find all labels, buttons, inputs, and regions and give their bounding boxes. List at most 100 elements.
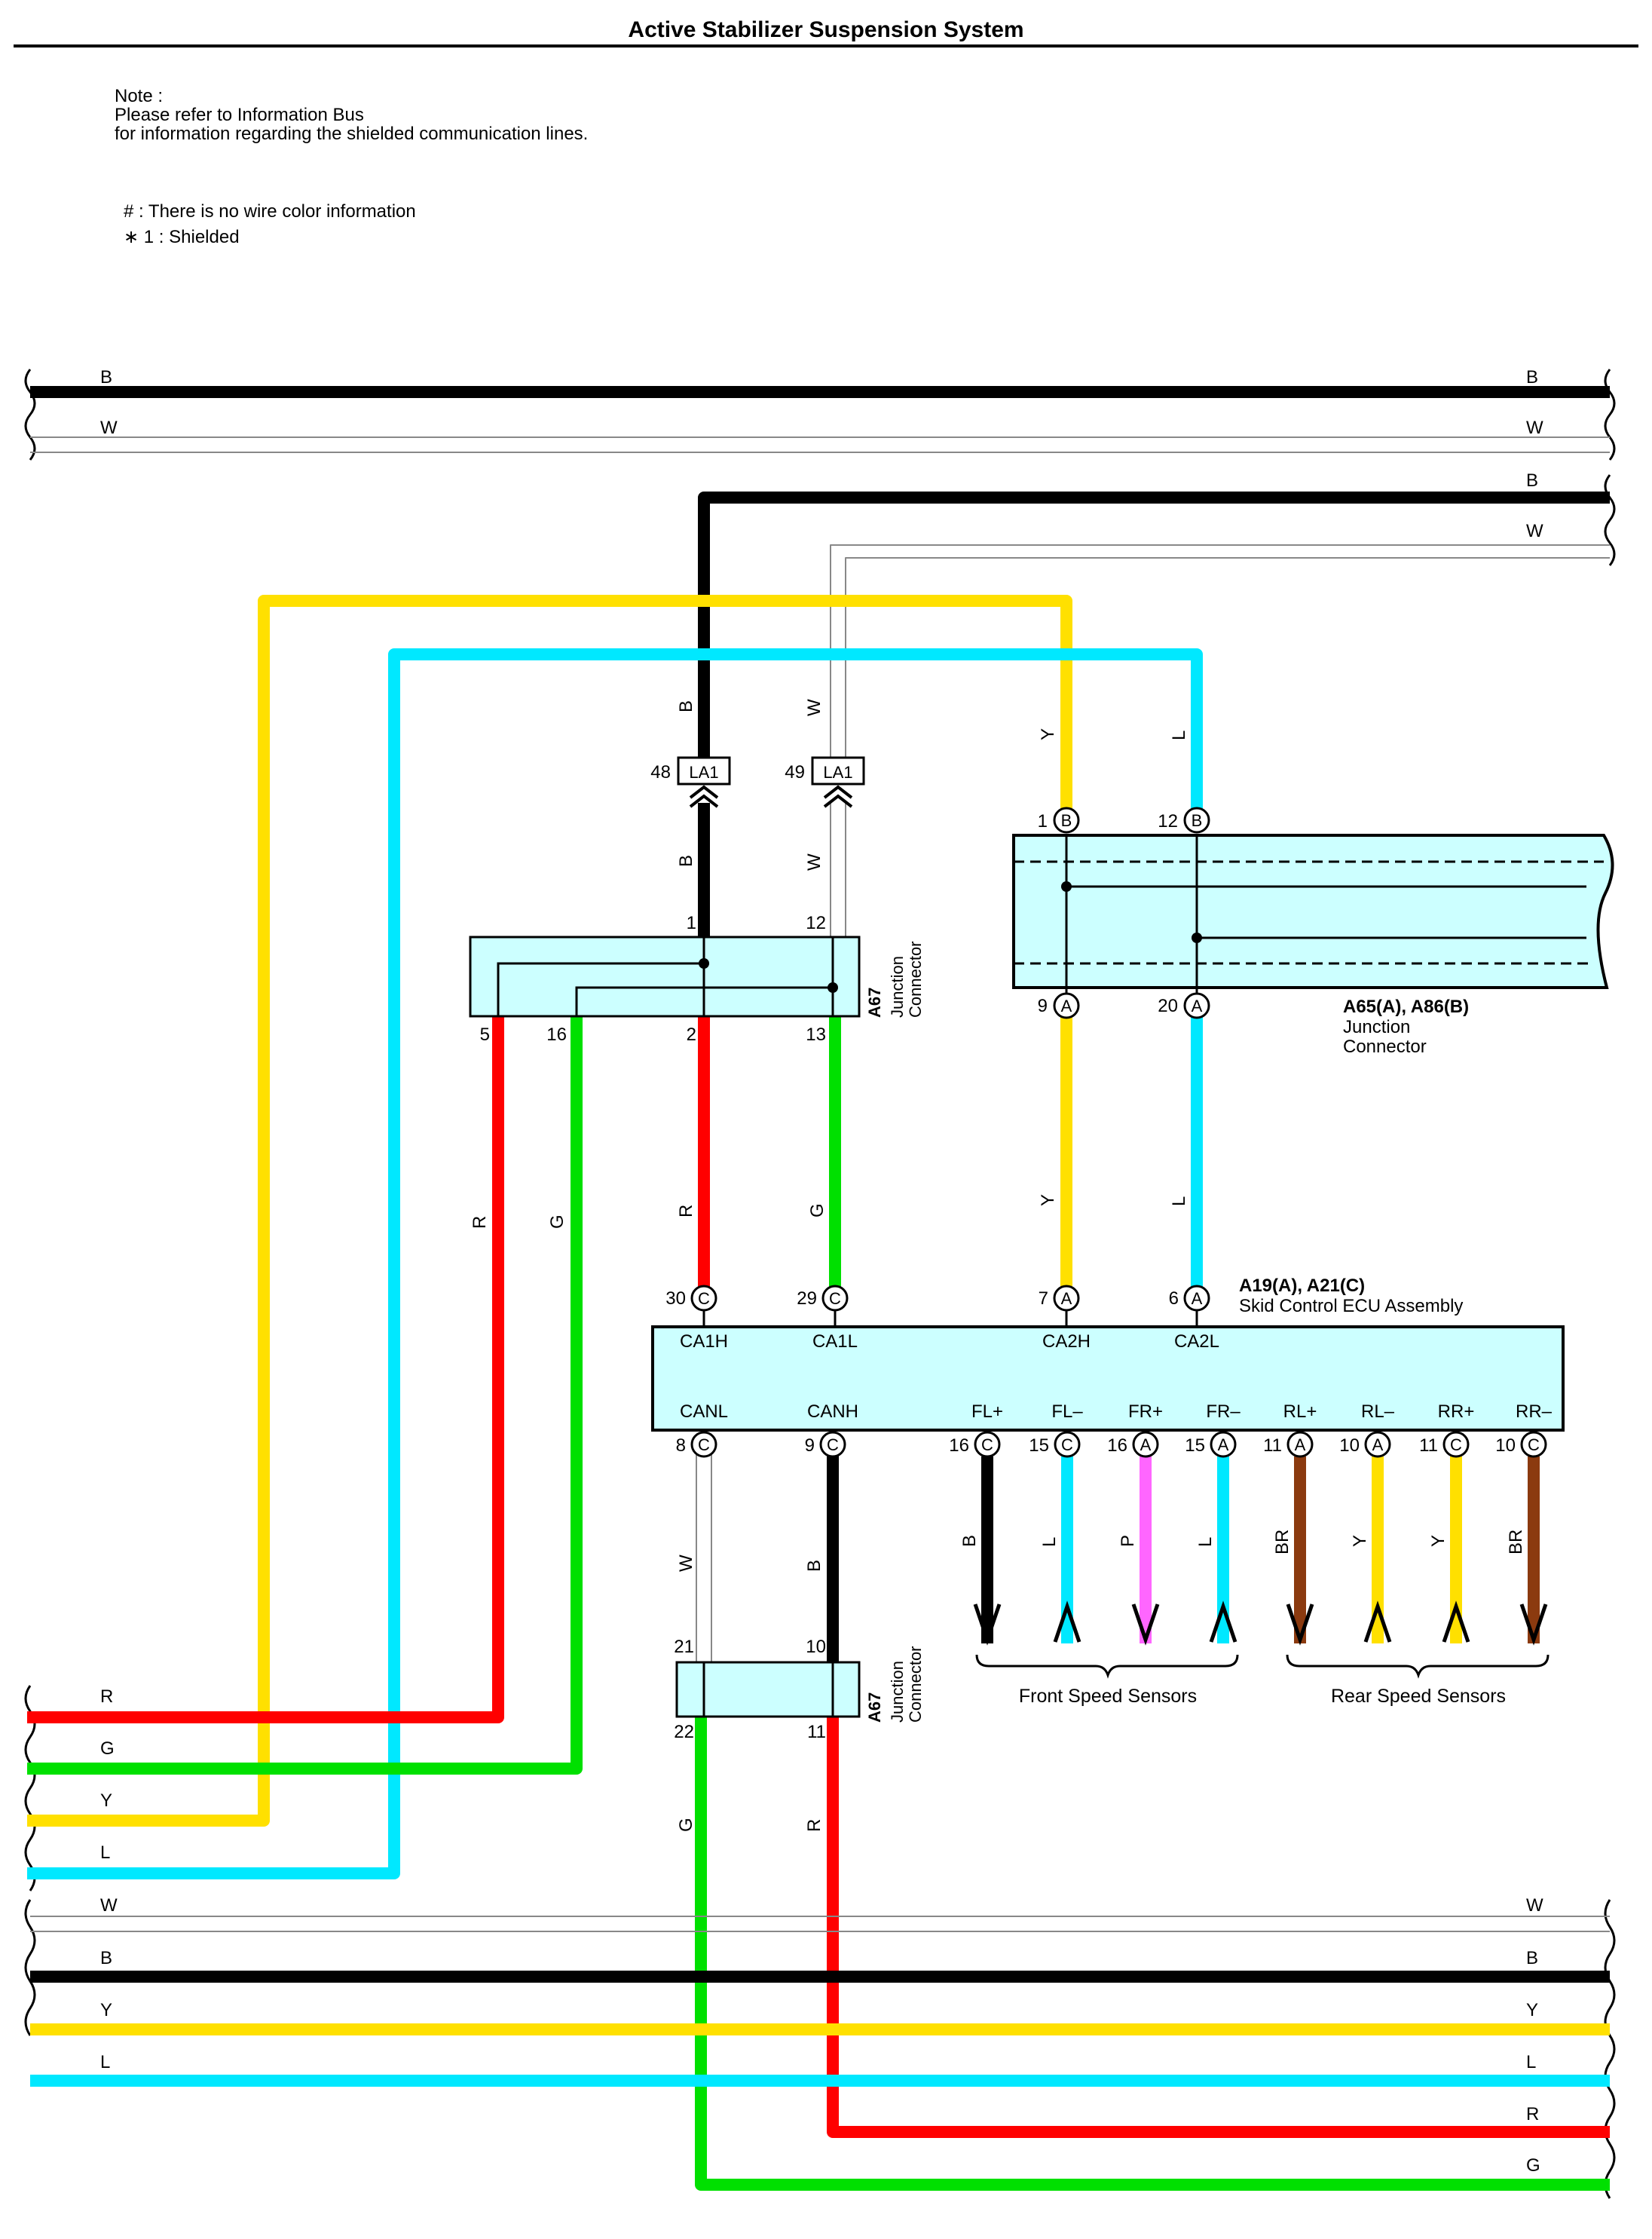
svg-text:CANH: CANH xyxy=(807,1401,858,1422)
svg-text:22: 22 xyxy=(674,1722,694,1742)
svg-text:Y: Y xyxy=(1428,1535,1449,1547)
svg-text:CA2H: CA2H xyxy=(1042,1331,1091,1352)
sensor-arrows xyxy=(973,1600,1548,1646)
svg-text:C: C xyxy=(1450,1435,1462,1454)
a67-junction-bottom: 21 10 22 11 A67 Junction Connector xyxy=(674,1637,925,1742)
svg-text:G: G xyxy=(807,1203,828,1218)
svg-text:10: 10 xyxy=(1339,1435,1360,1456)
svg-text:W: W xyxy=(1526,418,1543,438)
svg-text:A: A xyxy=(1061,1289,1072,1308)
wire-g-a67-lower xyxy=(695,1717,1610,2191)
svg-text:BR: BR xyxy=(1272,1530,1293,1554)
a65-title: A65(A), A86(B) xyxy=(1343,997,1469,1017)
svg-text:FL+: FL+ xyxy=(971,1401,1003,1422)
svg-text:W: W xyxy=(1526,521,1543,541)
svg-text:A: A xyxy=(1140,1435,1152,1454)
svg-text:A67: A67 xyxy=(865,1692,884,1723)
svg-text:L: L xyxy=(1169,731,1189,740)
wire-y-loop xyxy=(27,595,1072,1827)
svg-text:C: C xyxy=(827,1435,839,1454)
svg-text:A: A xyxy=(1061,997,1072,1015)
svg-text:R: R xyxy=(470,1216,490,1229)
svg-text:Y: Y xyxy=(100,1790,112,1811)
page-title: Active Stabilizer Suspension System xyxy=(628,17,1023,42)
svg-text:R: R xyxy=(100,1686,113,1707)
svg-text:Y: Y xyxy=(100,2000,112,2020)
svg-text:30: 30 xyxy=(665,1288,686,1309)
svg-text:9: 9 xyxy=(805,1435,815,1456)
wire-g-a67-pin16 xyxy=(27,1016,583,1775)
arrow-out-icon xyxy=(1131,1603,1160,1646)
svg-text:11: 11 xyxy=(1263,1435,1282,1456)
svg-text:Y: Y xyxy=(1038,728,1058,740)
svg-text:L: L xyxy=(1039,1537,1060,1547)
sensor-braces xyxy=(975,1654,1550,1679)
front-sensors-label: Front Speed Sensors xyxy=(1019,1686,1197,1707)
wire-l-loop xyxy=(27,648,1203,1879)
svg-text:12: 12 xyxy=(806,913,826,933)
wire-b-to-la1 xyxy=(698,492,1610,761)
note-heading: Note : xyxy=(115,86,163,106)
svg-text:CA1L: CA1L xyxy=(812,1331,858,1352)
svg-text:A67: A67 xyxy=(865,988,884,1018)
wire-w-to-la1 xyxy=(830,544,1610,761)
svg-text:29: 29 xyxy=(797,1288,817,1309)
svg-text:RR–: RR– xyxy=(1516,1401,1553,1422)
wire-vertical-labels: B W Y L B W R G R G Y L W B G R B L P L … xyxy=(470,699,1526,1832)
wire-bottom-w xyxy=(30,1916,1610,1932)
svg-text:C: C xyxy=(698,1435,710,1454)
svg-text:8: 8 xyxy=(676,1435,686,1456)
svg-text:10: 10 xyxy=(1495,1435,1516,1456)
svg-text:BR: BR xyxy=(1506,1530,1526,1554)
svg-text:A: A xyxy=(1372,1435,1384,1454)
arrow-in-icon xyxy=(1442,1600,1470,1643)
svg-text:LA1: LA1 xyxy=(689,763,718,782)
svg-text:49: 49 xyxy=(785,762,805,783)
svg-text:2: 2 xyxy=(687,1025,696,1045)
svg-text:B: B xyxy=(1192,811,1203,830)
svg-text:11: 11 xyxy=(1419,1435,1438,1456)
svg-text:5: 5 xyxy=(480,1025,490,1045)
svg-text:B: B xyxy=(1526,470,1538,491)
rear-sensors-label: Rear Speed Sensors xyxy=(1331,1686,1506,1707)
svg-text:B: B xyxy=(1061,811,1072,830)
svg-text:C: C xyxy=(981,1435,993,1454)
svg-text:LA1: LA1 xyxy=(823,763,852,782)
svg-text:L: L xyxy=(100,1842,110,1863)
svg-text:R: R xyxy=(1526,2104,1539,2124)
arrow-out-icon xyxy=(1519,1603,1548,1646)
svg-text:L: L xyxy=(100,2052,110,2072)
svg-text:G: G xyxy=(1526,2155,1540,2176)
svg-text:CA2L: CA2L xyxy=(1174,1331,1219,1352)
svg-text:FR+: FR+ xyxy=(1128,1401,1163,1422)
la1-connector-w: LA1 49 xyxy=(785,756,865,808)
wire-top-w xyxy=(30,436,1610,453)
svg-text:48: 48 xyxy=(650,762,671,783)
wire-r-a67-pin5 xyxy=(27,1016,504,1723)
svg-text:15: 15 xyxy=(1029,1435,1049,1456)
arrow-in-icon xyxy=(1209,1600,1237,1643)
svg-text:A: A xyxy=(1192,997,1203,1015)
svg-text:CANL: CANL xyxy=(680,1401,728,1422)
svg-text:16: 16 xyxy=(949,1435,969,1456)
svg-text:W: W xyxy=(1526,1895,1543,1916)
svg-text:Connector: Connector xyxy=(1343,1037,1427,1057)
svg-text:A: A xyxy=(1192,1289,1203,1308)
svg-text:Connector: Connector xyxy=(906,941,925,1018)
svg-text:G: G xyxy=(547,1214,567,1229)
svg-text:W: W xyxy=(804,853,824,871)
svg-text:20: 20 xyxy=(1158,996,1178,1016)
svg-text:G: G xyxy=(100,1738,115,1759)
note-line-2: for information regarding the shielded c… xyxy=(115,124,588,144)
svg-text:Connector: Connector xyxy=(906,1646,925,1723)
svg-text:11: 11 xyxy=(807,1722,826,1742)
